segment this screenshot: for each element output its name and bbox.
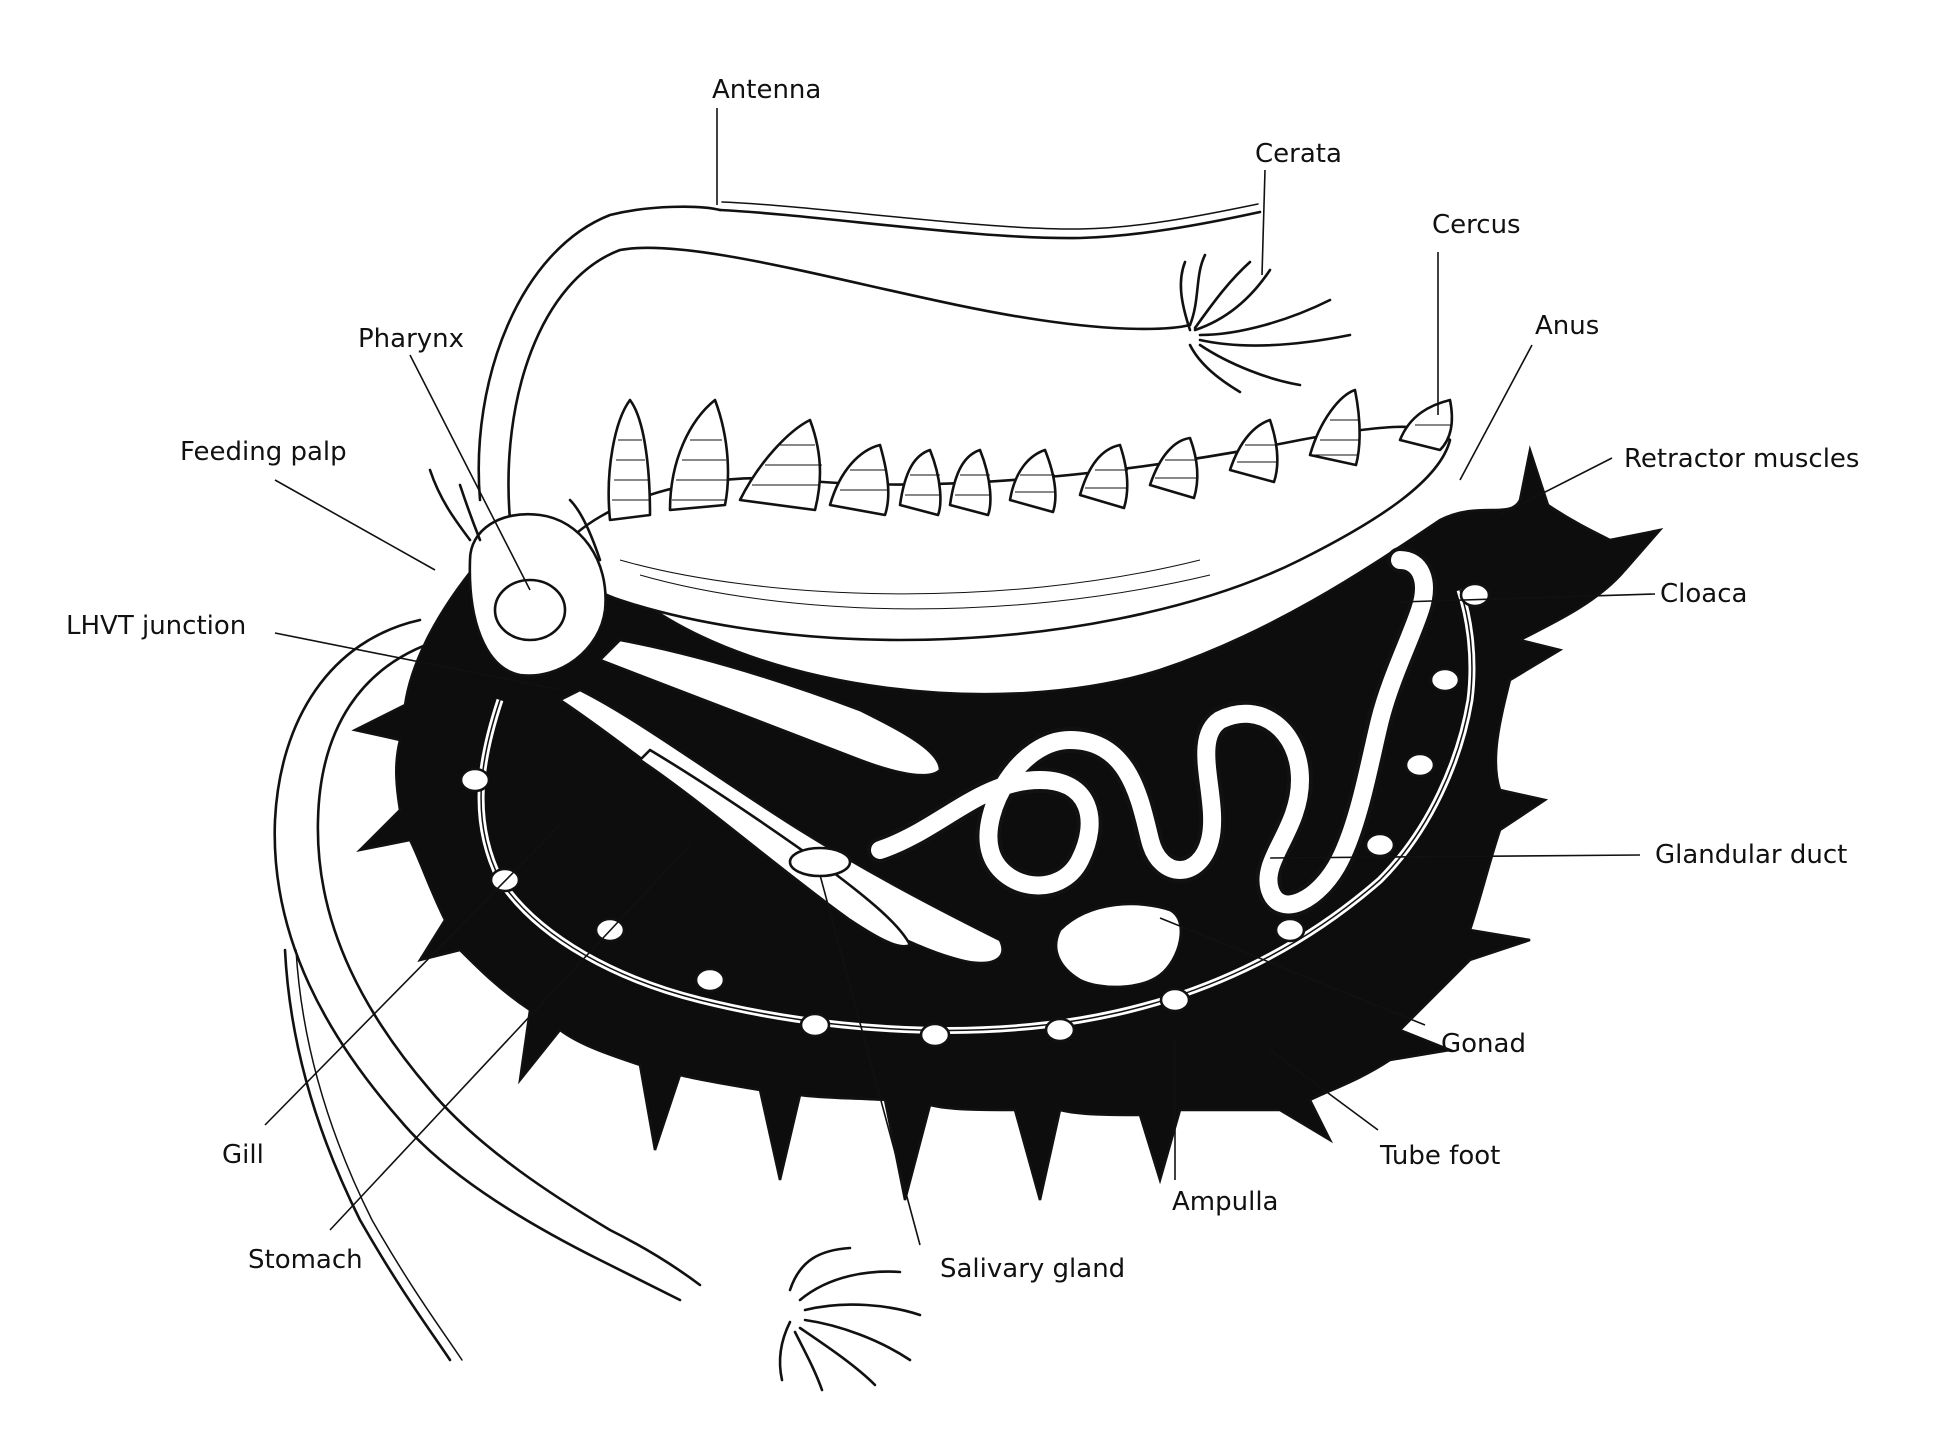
label-salivary-gland: Salivary gland [940,1254,1125,1284]
label-glandular-duct: Glandular duct [1655,840,1847,870]
projection-hatching [612,419,1452,610]
salivary-gland-drawing [788,846,852,878]
label-cerata: Cerata [1255,139,1342,169]
labels: Antenna Cerata Cercus Anus Retractor mus… [66,75,1859,1284]
leader-salivary-gland [819,874,921,1246]
leader-glandular-duct [1269,854,1641,859]
leader-lhvt-junction [274,632,561,691]
internal-bands [558,638,1004,965]
upper-cerata-drawing [1179,253,1352,394]
label-pharynx: Pharynx [358,324,464,354]
label-tube-foot: Tube foot [1379,1141,1500,1171]
leader-anus [1459,344,1533,481]
organism-illustration [273,201,1664,1392]
antenna-drawing [477,201,1262,522]
label-lhvt-junction: LHVT junction [66,611,246,641]
leader-lines [264,108,1656,1246]
leader-stomach [329,844,691,1231]
leader-cloaca [1399,593,1656,603]
label-stomach: Stomach [248,1245,363,1275]
label-feeding-palp: Feeding palp [180,437,347,467]
head-region [428,468,607,677]
gonad-drawing [1054,902,1183,989]
leader-gonad [1159,917,1426,1026]
label-anus: Anus [1535,311,1599,341]
leader-gill [264,824,561,1126]
lower-cerata-drawing [778,1246,922,1392]
label-cloaca: Cloaca [1660,579,1747,609]
label-cercus: Cercus [1432,210,1521,240]
leader-tube-foot [1269,1049,1379,1131]
glandular-duct-drawing [867,547,1437,918]
label-gill: Gill [222,1140,264,1170]
label-gonad: Gonad [1441,1029,1526,1059]
leader-feeding-palp [274,479,436,571]
body-mass [351,445,1664,1201]
label-ampulla: Ampulla [1172,1187,1278,1217]
leader-retractor-muscles [1499,457,1613,516]
leader-pharynx [409,354,531,591]
leader-cerata [1261,169,1266,276]
label-antenna: Antenna [712,75,821,105]
label-retractor-muscles: Retractor muscles [1624,444,1859,474]
